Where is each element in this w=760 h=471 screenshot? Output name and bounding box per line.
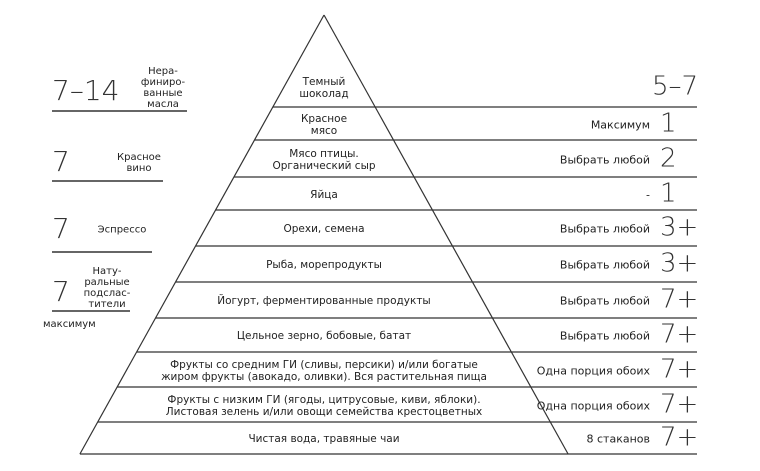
weekly-count: 7 <box>52 144 70 178</box>
pyramid-tier-food: Йогурт, ферментированные продукты <box>217 295 431 307</box>
pyramid-tier-food: Красное мясо <box>300 112 348 137</box>
pyramid-tier-note: Выбрать любой <box>559 153 650 166</box>
weekly-count: 7–14 <box>52 73 120 107</box>
pyramid-tier-food: Фрукты с низким ГИ (ягоды, цитрусовые, к… <box>165 393 483 418</box>
pyramid-tier-count: 1 <box>660 108 677 138</box>
weekly-label: Нату- ральные подслас- тители <box>83 266 131 310</box>
pyramid-tier-note: Выбрать любой <box>559 329 650 343</box>
pyramid-tier-note: Выбрать любой <box>559 258 650 272</box>
pyramid-right-edge <box>323 14 569 455</box>
pyramid-tier-count: 2 <box>660 143 677 173</box>
pyramid-tier-count: 3+ <box>660 248 699 279</box>
pyramid-tier-food: Мясо птицы. Органический сыр <box>272 147 376 172</box>
pyramid-tier-count: 5–7 <box>652 71 699 102</box>
pyramid-tier-food: Темный шоколад <box>299 76 349 100</box>
pyramid-tier-note: Выбрать любой <box>559 294 650 308</box>
pyramid-tier-note: Выбрать любой <box>559 222 650 236</box>
pyramid-tier-count: 7+ <box>660 389 699 419</box>
pyramid-left-edge <box>79 14 325 455</box>
pyramid-tier-note: 8 стаканов <box>586 432 650 446</box>
weekly-footer: максимум <box>43 319 96 330</box>
pyramid-tier-food: Фрукты со средним ГИ (сливы, персики) и/… <box>161 358 487 383</box>
pyramid-tier-note: Одна порция обоих <box>536 364 650 377</box>
weekly-label: Красное вино <box>117 152 161 174</box>
weekly-count: 7 <box>52 211 70 245</box>
weekly-count: 7 <box>52 274 70 308</box>
weekly-label: Нера- финиро- ванные масла <box>140 66 186 110</box>
pyramid-tier-count: 1 <box>660 178 677 208</box>
pyramid-tier-food: Орехи, семена <box>283 223 365 235</box>
pyramid-tier-food: Яйца <box>310 188 338 201</box>
pyramid-tier-food: Чистая вода, травяные чаи <box>248 433 400 445</box>
weekly-label: Эспрессо <box>97 224 147 236</box>
pyramid-tier-count: 7+ <box>660 319 699 350</box>
pyramid-tier-count: 7+ <box>660 422 699 453</box>
pyramid-tier-note: - <box>646 188 650 201</box>
pyramid-tier-food: Цельное зерно, бобовые, батат <box>236 330 412 342</box>
pyramid-tier-note: Максимум <box>590 118 650 131</box>
pyramid-tier-food: Рыба, морепродукты <box>266 259 382 271</box>
pyramid-tier-note: Одна порция обоих <box>536 399 650 412</box>
pyramid-tier-count: 3+ <box>660 212 699 243</box>
pyramid-tier-count: 7+ <box>660 354 699 384</box>
pyramid-tier-count: 7+ <box>660 284 699 315</box>
